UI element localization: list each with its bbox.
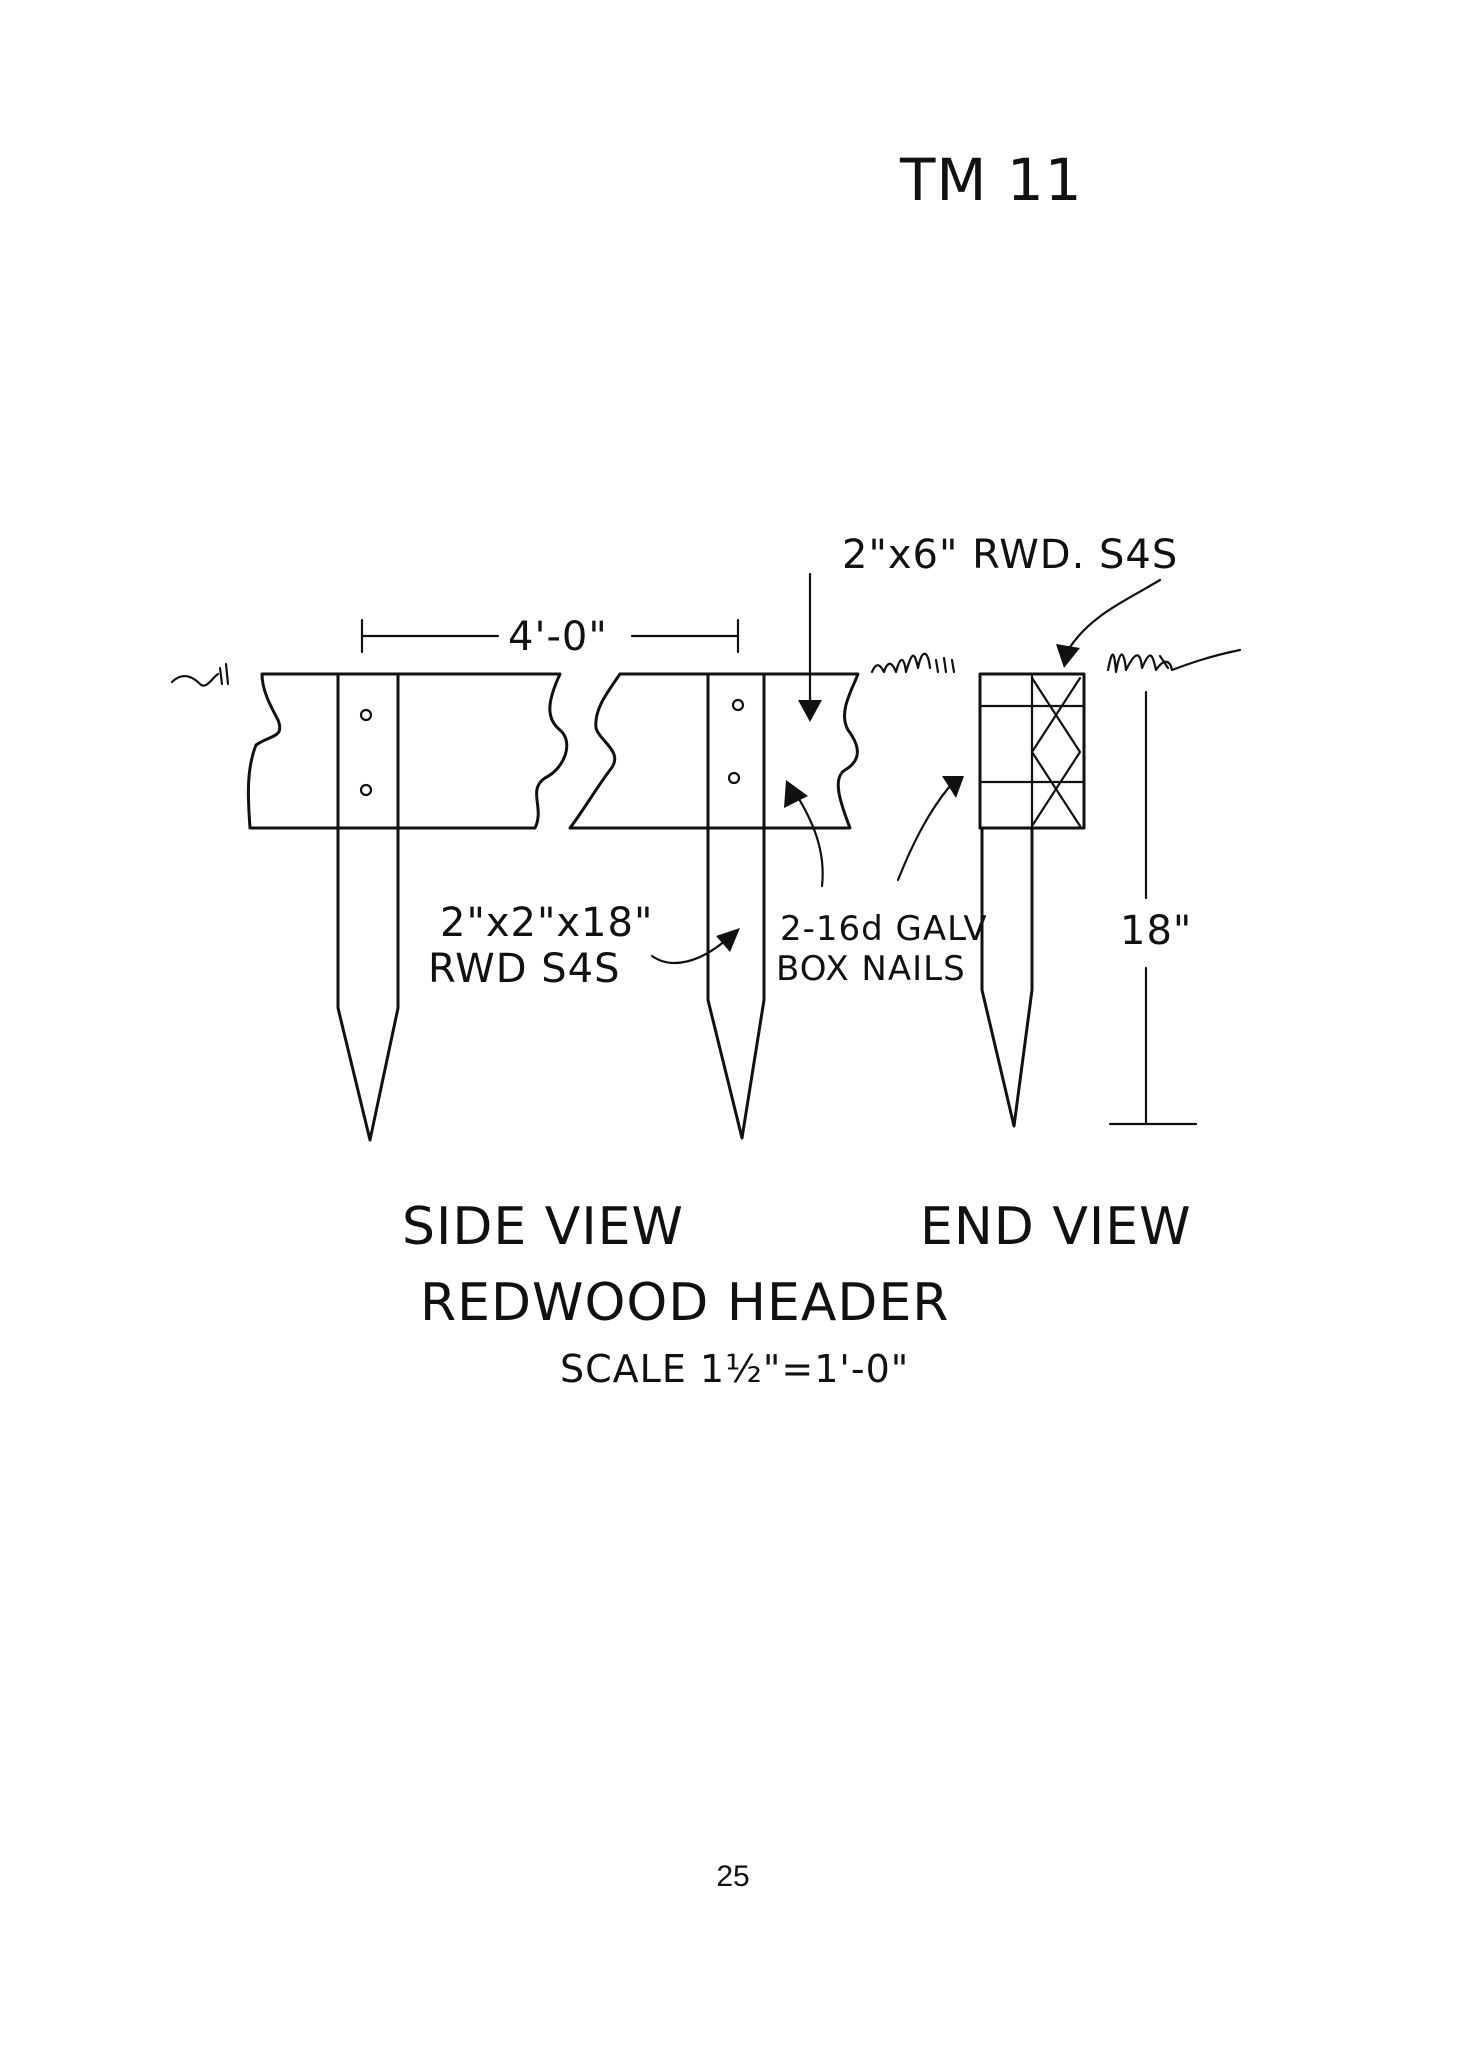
grass-mark-end (1106, 648, 1242, 674)
header-board-label-arrowhead (1056, 644, 1080, 668)
stake-length-dimension-label: 18" (1120, 908, 1192, 954)
nail-hole (727, 771, 741, 785)
side-view-caption: SIDE VIEW (402, 1197, 684, 1257)
grass-mark-side (870, 652, 956, 674)
span-dimension-line (360, 618, 740, 654)
stake-label-line1: 2"x2"x18" (440, 900, 653, 946)
nails-label-line2: BOX NAILS (776, 949, 966, 989)
nails-arrowhead-side (784, 780, 808, 808)
break-mark-left (170, 662, 230, 687)
end-stake (980, 826, 1034, 1128)
scale-note: SCALE 1½"=1'-0" (560, 1347, 909, 1391)
side-view: 4'-0" 2"x2"x18" RWD S4S 2-16d GALV BOX N… (170, 572, 988, 1142)
stake-length-dimension-line (1108, 690, 1198, 1126)
end-view-caption: END VIEW (920, 1197, 1192, 1257)
nails-label-line1: 2-16d GALV (780, 909, 988, 949)
nails-arrowhead-end (942, 776, 964, 798)
end-board-x-mark (1030, 676, 1082, 828)
drawing-title: REDWOOD HEADER (420, 1273, 949, 1333)
header-board-right-segment (568, 672, 860, 830)
stake-label-arrowhead (716, 928, 740, 952)
stake-label-line2: RWD S4S (428, 946, 620, 992)
nails-arrow-side (794, 792, 824, 888)
span-dimension-label: 4'-0" (508, 614, 608, 660)
header-code: TM 11 (899, 146, 1083, 214)
nail-hole (359, 708, 373, 722)
page-number: 25 (716, 1860, 750, 1893)
stake-right (706, 672, 766, 1140)
nails-arrow-end (896, 784, 952, 882)
header-board-left-segment (246, 672, 569, 830)
nail-hole (731, 698, 745, 712)
stake-label-arrow (650, 938, 728, 964)
stake-left (336, 672, 400, 1142)
header-board-label-arrow (1066, 578, 1162, 652)
end-board-divider (978, 672, 1086, 830)
header-board-label: 2"x6" RWD. S4S (842, 532, 1178, 578)
nail-hole (359, 783, 373, 797)
end-view: 2"x6" RWD. S4S 18" (842, 532, 1242, 1128)
header-board-arrowhead (798, 700, 822, 722)
